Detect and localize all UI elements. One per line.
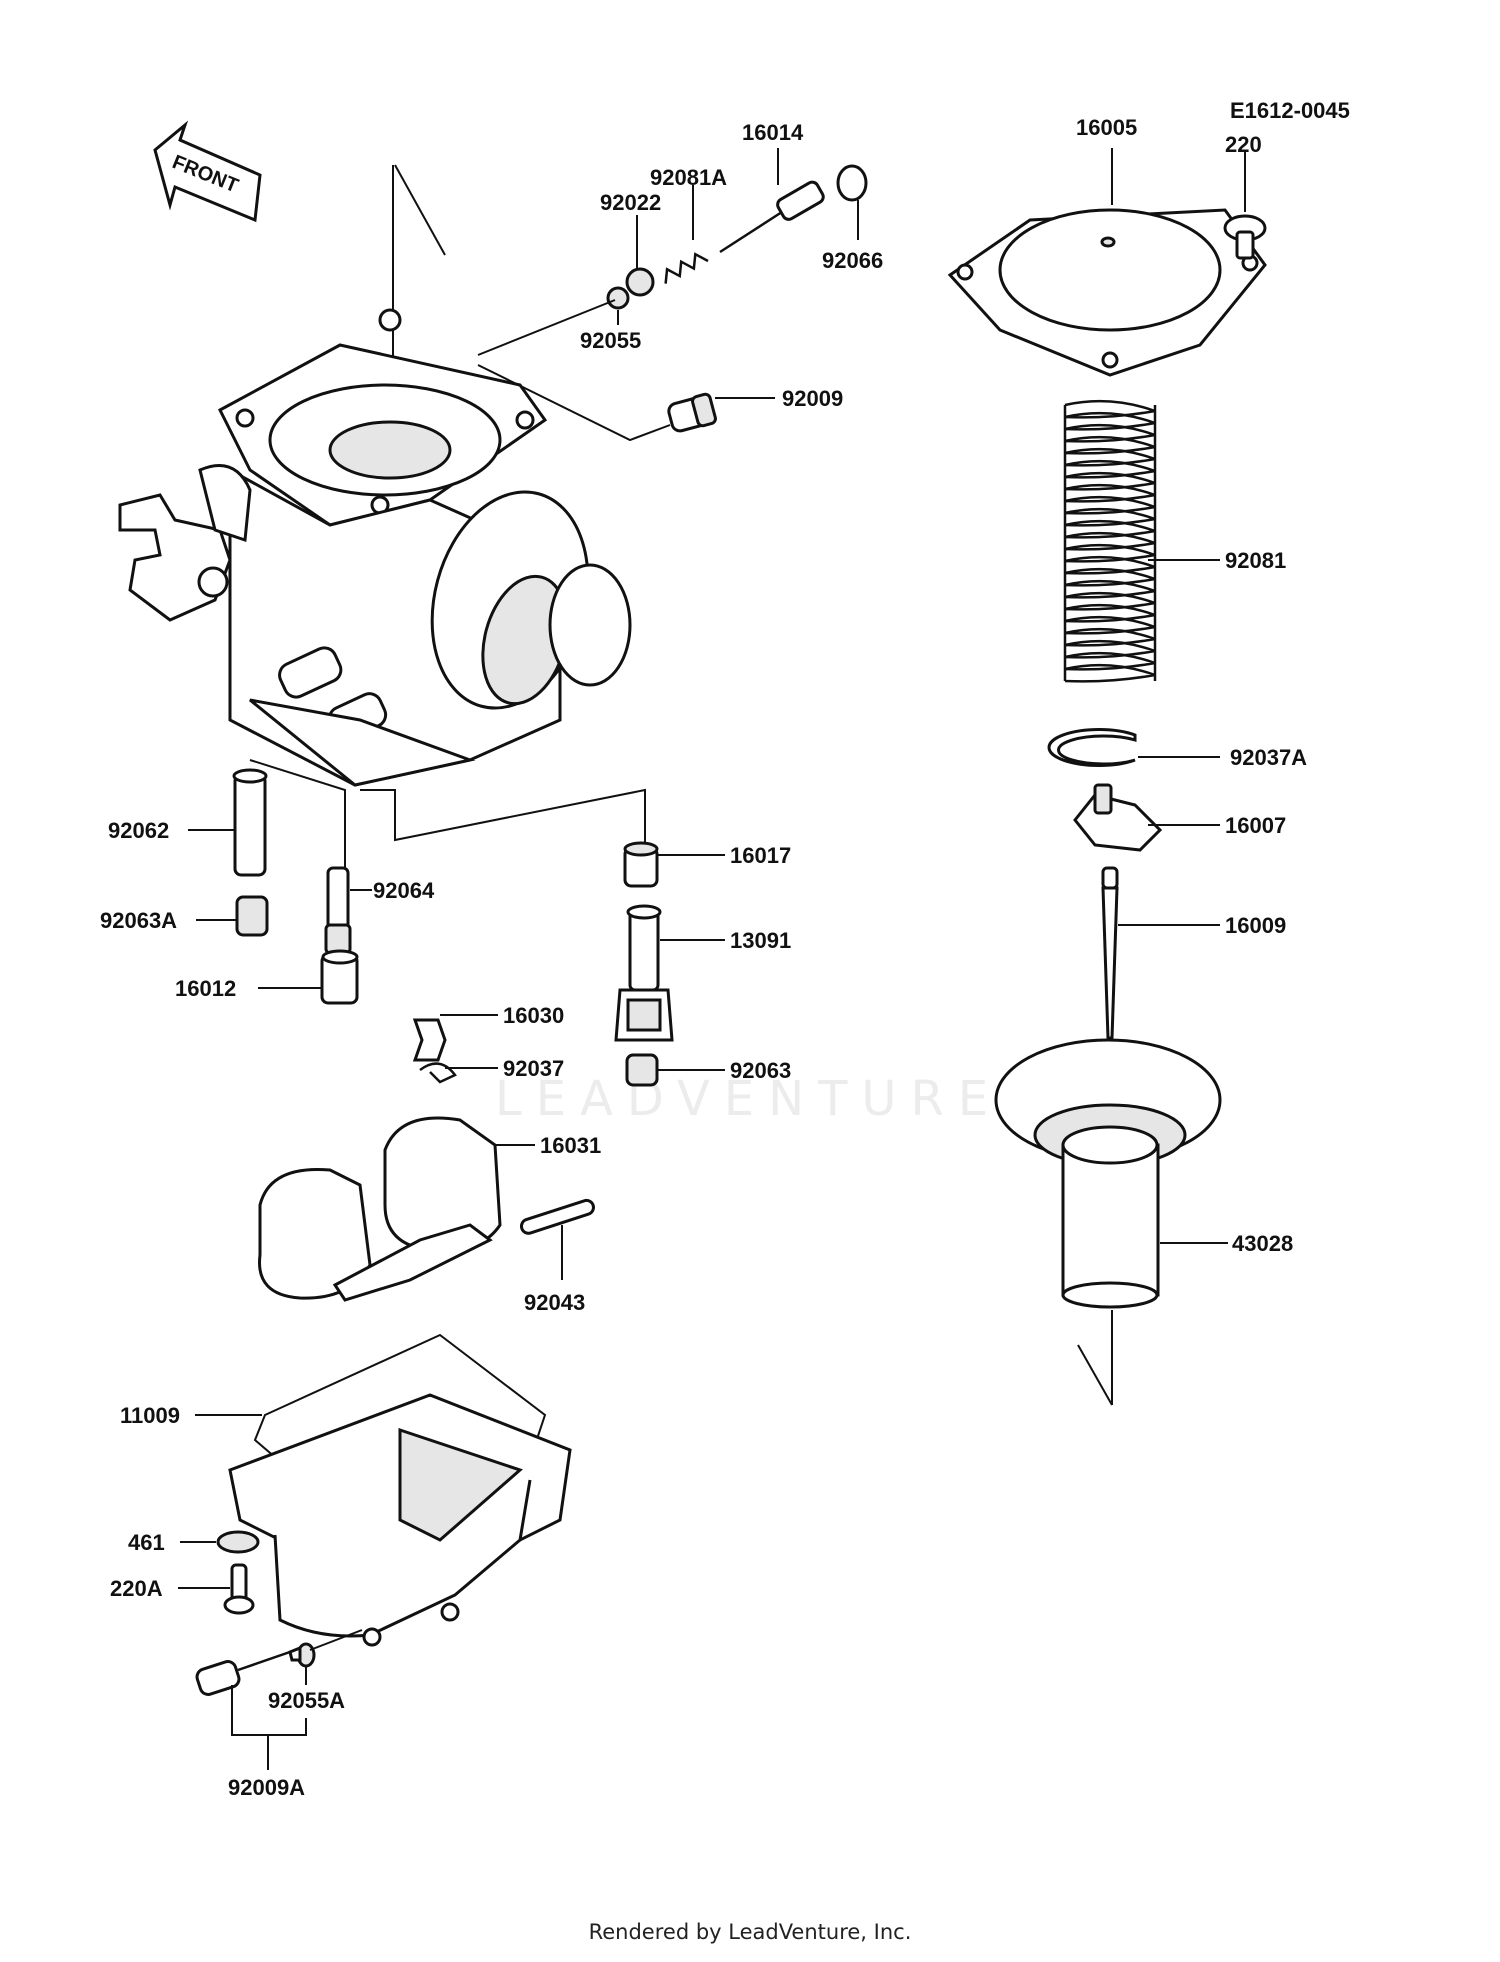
label-13091: 13091 xyxy=(730,928,791,953)
part-92081a-icon xyxy=(664,252,709,284)
label-11009: 11009 xyxy=(120,1403,180,1428)
label-16031: 16031 xyxy=(540,1133,601,1158)
footer-credit: Rendered by LeadVenture, Inc. xyxy=(588,1920,912,1944)
diagram-code: E1612-0045 xyxy=(1230,98,1350,123)
part-16031-icon xyxy=(258,1116,502,1302)
float-bowl xyxy=(228,1393,572,1647)
label-16012: 16012 xyxy=(175,976,236,1001)
part-16005-icon xyxy=(947,208,1267,377)
front-arrow-icon: FRONT xyxy=(153,120,262,223)
watermark-text: LEADVENTURE xyxy=(495,1071,1002,1127)
part-16014-icon xyxy=(719,180,825,254)
label-92063: 92063 xyxy=(730,1058,791,1083)
carburetor-body xyxy=(118,164,632,787)
label-92081a: 92081A xyxy=(650,165,727,190)
label-92009: 92009 xyxy=(782,386,843,411)
part-16030-icon xyxy=(412,1018,447,1062)
label-92062: 92062 xyxy=(108,818,169,843)
label-16007: 16007 xyxy=(1225,813,1286,838)
label-92064: 92064 xyxy=(373,878,435,903)
label-16005: 16005 xyxy=(1076,115,1137,140)
part-461-icon xyxy=(216,1530,260,1554)
label-92055: 92055 xyxy=(580,328,641,353)
label-461: 461 xyxy=(128,1530,165,1555)
part-92063a-icon xyxy=(235,895,269,937)
label-16014: 16014 xyxy=(742,120,804,145)
label-43028: 43028 xyxy=(1232,1231,1293,1256)
part-16007-icon xyxy=(1073,783,1163,852)
part-92037a-icon xyxy=(1047,728,1137,767)
label-92009a: 92009A xyxy=(228,1775,305,1800)
label-92037a: 92037A xyxy=(1230,745,1307,770)
part-92066-icon xyxy=(836,164,868,202)
part-43028-icon xyxy=(994,1038,1222,1309)
part-16009-icon xyxy=(1101,866,1119,1040)
label-92066: 92066 xyxy=(822,248,883,273)
label-16030: 16030 xyxy=(503,1003,564,1028)
label-92022: 92022 xyxy=(600,190,661,215)
part-92055-icon xyxy=(606,286,630,310)
label-92081: 92081 xyxy=(1225,548,1286,573)
label-220a: 220A xyxy=(110,1576,163,1601)
part-92063-icon xyxy=(625,1053,659,1087)
label-92063a: 92063A xyxy=(100,908,177,933)
part-16012-icon xyxy=(320,949,359,1005)
part-92043-icon xyxy=(519,1198,595,1235)
part-92009a-icon xyxy=(195,1645,302,1696)
part-220a-icon xyxy=(223,1563,255,1615)
label-16017: 16017 xyxy=(730,843,791,868)
part-92081-icon xyxy=(1063,399,1157,683)
part-92037-icon xyxy=(419,1062,457,1084)
part-16017-icon xyxy=(623,841,659,888)
part-92009-icon xyxy=(667,392,717,433)
label-16009: 16009 xyxy=(1225,913,1286,938)
label-92037: 92037 xyxy=(503,1056,564,1081)
part-220-icon xyxy=(1223,214,1267,260)
part-92064-icon xyxy=(324,866,352,955)
part-13091-icon xyxy=(614,904,674,1042)
label-92043: 92043 xyxy=(524,1290,585,1315)
label-220: 220 xyxy=(1225,132,1262,157)
part-92062-icon xyxy=(232,768,268,877)
label-92055a: 92055A xyxy=(268,1688,345,1713)
part-92022-icon xyxy=(625,267,655,297)
